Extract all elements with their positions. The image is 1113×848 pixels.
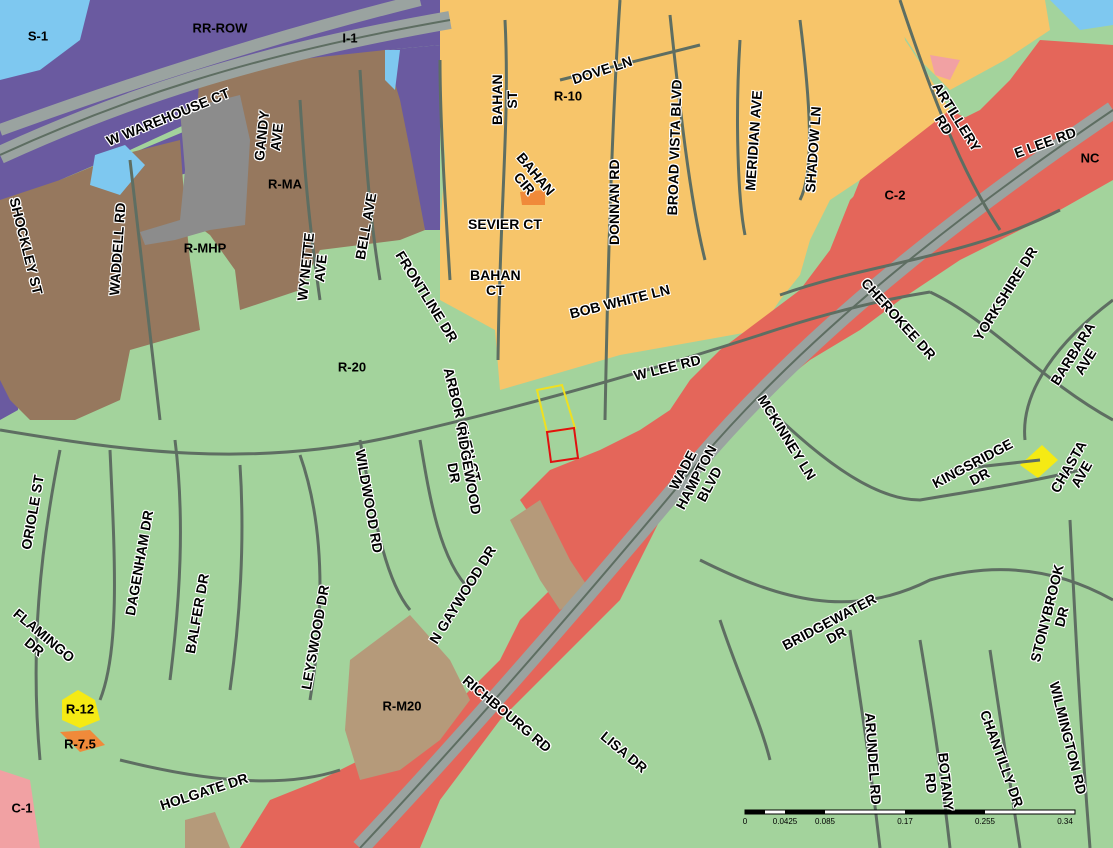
zone-rmhp-area	[140, 95, 250, 245]
water-area-w	[90, 145, 145, 195]
zone-c2-wade-lot	[520, 470, 620, 600]
zone-r10-area	[440, 0, 950, 390]
zone-small-orange	[520, 190, 545, 205]
zone-r75-area	[60, 730, 105, 752]
zone-rm-small	[510, 500, 590, 610]
zone-i1-right-strip	[385, 45, 440, 230]
interstate-i85	[0, 0, 452, 164]
zone-rma-left	[0, 140, 200, 420]
scale-bar	[744, 809, 1076, 815]
water-area-ne	[1050, 0, 1113, 30]
zone-r12-area	[62, 690, 100, 728]
zone-c1-area	[0, 770, 40, 848]
scale-tick-4: 0.255	[974, 817, 996, 826]
scale-tick-2: 0.085	[814, 817, 836, 826]
scale-tick-3: 0.17	[897, 817, 913, 826]
scale-tick-0: 0	[742, 817, 748, 826]
water-area-nw	[0, 0, 90, 80]
zone-c2-upper	[840, 80, 1113, 270]
water-area-n	[385, 50, 400, 90]
zone-rm20-area	[345, 615, 470, 780]
zone-r10-top-right	[885, 0, 1050, 90]
subject-parcel-red-outline	[545, 426, 580, 464]
scale-tick-1: 0.0425	[772, 817, 798, 826]
scale-tick-5: 0.34	[1057, 817, 1073, 826]
zone-rm-bottom	[185, 812, 230, 848]
zone-nc-area	[930, 55, 960, 80]
